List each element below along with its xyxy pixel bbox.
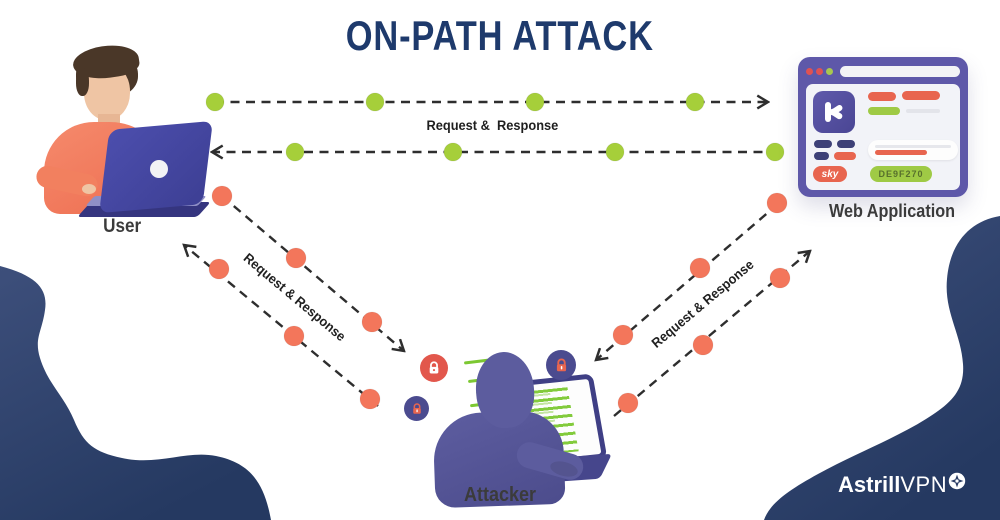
content-bar	[868, 107, 900, 115]
content-bar	[834, 152, 856, 160]
brand-name-bold: Astrill	[838, 472, 901, 497]
progress-widget	[868, 140, 958, 160]
user-hand	[82, 184, 96, 194]
flow-user-attacker-dots	[208, 185, 383, 410]
browser-content: sky DE9F270	[806, 84, 960, 190]
content-bar	[814, 140, 832, 148]
laptop-logo-icon	[150, 160, 168, 178]
content-bar	[902, 91, 940, 100]
attacker-label: Attacker	[463, 484, 537, 506]
user-label: User	[102, 216, 142, 237]
user-sideburn	[76, 68, 89, 96]
flow-label-direct: Request & Response	[426, 118, 558, 133]
browser-titlebar	[806, 65, 960, 78]
content-bar	[837, 140, 855, 148]
content-bar	[868, 92, 896, 101]
web-application-window: sky DE9F270	[798, 57, 968, 197]
content-bar	[906, 109, 940, 113]
progress-track	[875, 145, 951, 148]
brand-name-light: VPN	[900, 472, 948, 497]
window-control-dot-icon	[816, 68, 823, 75]
padlock-icon	[546, 350, 576, 380]
sky-badge: sky	[813, 166, 847, 182]
content-bar	[814, 152, 829, 160]
window-control-dot-icon	[826, 68, 833, 75]
padlock-icon	[420, 354, 448, 382]
web-application-label: Web Application	[829, 201, 956, 221]
bottom-left-blob	[0, 266, 271, 520]
k-mark-icon	[825, 102, 843, 122]
address-bar	[840, 66, 960, 77]
padlock-icon	[404, 396, 429, 421]
flow-direct-dots	[205, 92, 785, 162]
flow-direct-lines	[212, 102, 778, 152]
site-logo-icon	[813, 91, 855, 133]
user-illustration	[18, 41, 213, 217]
progress-fill	[875, 150, 927, 155]
code-badge: DE9F270	[870, 166, 932, 182]
globe-icon	[948, 472, 966, 490]
flow-attacker-webapp-lines	[596, 203, 810, 417]
bottom-right-blob	[764, 216, 1000, 520]
flow-attacker-webapp-dots	[612, 192, 791, 414]
window-control-dot-icon	[806, 68, 813, 75]
page-title: ON-PATH ATTACK	[346, 12, 654, 59]
attacker-illustration	[398, 338, 612, 509]
